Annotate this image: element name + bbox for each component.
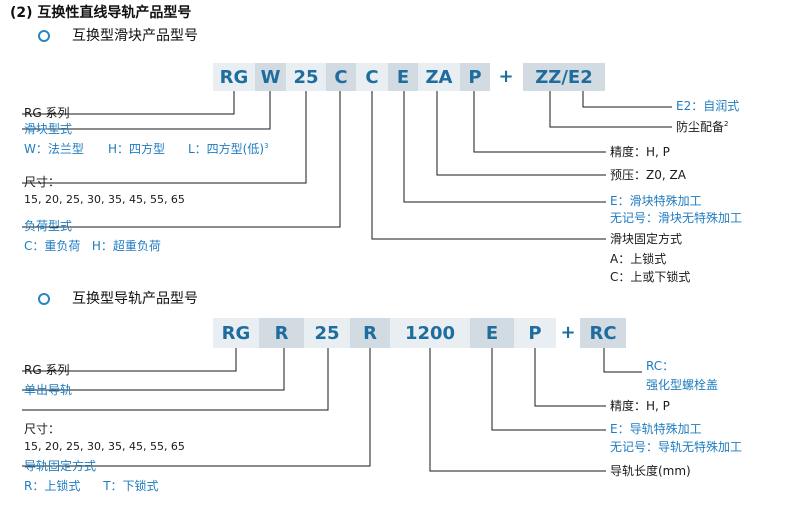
code-size: 25 xyxy=(304,318,350,348)
code-series: RG xyxy=(213,63,255,91)
label-e-special: E：导轨特殊加工 xyxy=(610,422,702,436)
label-block-type-h: H：四方型 xyxy=(108,142,166,156)
label-series: RG 系列 xyxy=(24,363,70,377)
label-block-type-w: W：法兰型 xyxy=(24,142,84,156)
section2-subtitle: 互换型导轨产品型号 xyxy=(72,291,198,307)
label-load-title: 负荷型式 xyxy=(24,219,73,233)
code-block-type: W xyxy=(255,63,286,91)
code-preload: ZA xyxy=(418,63,460,91)
label-no-mark: 无记号：滑块无特殊加工 xyxy=(610,211,743,225)
code-rail-type: R xyxy=(259,318,304,348)
code-dust: ZZ/E2 xyxy=(523,63,605,91)
label-size-title: 尺寸： xyxy=(24,175,61,189)
bullet-icon xyxy=(38,30,50,42)
label-mount-c: C：上或下锁式 xyxy=(610,270,691,284)
code-accuracy: P xyxy=(460,63,490,91)
label-accuracy: 精度：H, P xyxy=(610,399,670,413)
label-mount-a: A：上锁式 xyxy=(610,252,667,266)
label-series: RG 系列 xyxy=(24,106,70,120)
label-size-values: 15, 20, 25, 30, 35, 45, 55, 65 xyxy=(24,193,185,206)
label-rc-value: 强化型螺栓盖 xyxy=(646,378,719,392)
label-length: 导轨长度(mm) xyxy=(610,464,691,478)
label-e-special: E：滑块特殊加工 xyxy=(610,194,702,208)
code-cover: RC xyxy=(580,318,626,348)
code-mount: C xyxy=(356,63,388,91)
section1-subtitle: 互换型滑块产品型号 xyxy=(72,28,198,44)
label-e2: E2：自润式 xyxy=(676,99,740,113)
code-special: E xyxy=(470,318,514,348)
code-size: 25 xyxy=(286,63,326,91)
code-length: 1200 xyxy=(390,318,470,348)
label-mount-title: 导轨固定方式 xyxy=(24,459,97,473)
label-rc-title: RC： xyxy=(646,359,675,373)
code-special: E xyxy=(388,63,418,91)
label-size-values: 15, 20, 25, 30, 35, 45, 55, 65 xyxy=(24,440,185,453)
label-block-type-l: L：四方型(低)3 xyxy=(188,142,269,156)
label-size-title: 尺寸： xyxy=(24,422,61,436)
code-series: RG xyxy=(213,318,259,348)
page-title: (2) 互换性直线导轨产品型号 xyxy=(10,5,192,21)
bullet-icon xyxy=(38,293,50,305)
plus-sign: + xyxy=(498,66,514,87)
code-load: C xyxy=(326,63,356,91)
label-load-values: C：重负荷 H：超重负荷 xyxy=(24,239,161,253)
label-preload: 预压：Z0, ZA xyxy=(610,168,686,182)
code-accuracy: P xyxy=(514,318,556,348)
label-dust: 防尘配备2 xyxy=(676,120,729,134)
code-mount: R xyxy=(350,318,390,348)
label-mount-title: 滑块固定方式 xyxy=(610,232,683,246)
label-rail-type: 单出导轨 xyxy=(24,383,73,397)
label-block-type-title: 滑块型式 xyxy=(24,122,73,136)
label-mount-values: R：上锁式 T：下锁式 xyxy=(24,479,159,493)
label-accuracy: 精度：H, P xyxy=(610,145,670,159)
label-no-mark: 无记号：导轨无特殊加工 xyxy=(610,440,743,454)
plus-sign: + xyxy=(560,322,576,343)
